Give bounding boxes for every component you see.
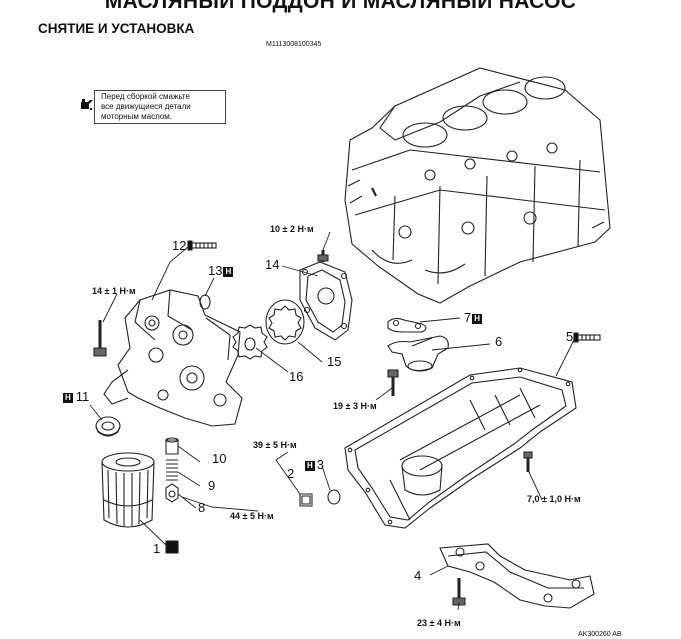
part-label-16: 16 [289,369,304,384]
document-code: M1113008100345 [266,41,322,48]
bolt-10nm [317,250,329,262]
outer-rotor [265,299,305,345]
note-line-2: все движущиеся детали [101,102,191,111]
part-label-6: 6 [495,334,503,349]
h-badge-13: H [223,267,234,277]
part-label-5: 5 [566,329,574,344]
oil-pan [344,367,577,529]
oil-seal [95,416,121,437]
part-label-14: 14 [265,257,280,272]
oil-can-icon [81,99,93,111]
torque-label-7nm: 7,0 ± 1,0 Н·м [527,494,581,504]
relief-plunger-8 [165,483,179,503]
part-label-9: 9 [208,478,216,493]
h-badge-3: H [305,461,315,471]
bolt-5 [573,332,601,343]
drain-plug-2 [299,493,313,507]
oil-pump-housing [103,289,243,427]
engine-block [344,67,611,304]
torque-label-23nm: 23 ± 4 Н·м [417,618,461,628]
strainer-gasket [387,317,427,333]
torque-label-10nm: 10 ± 2 Н·м [270,224,314,234]
note-line-3: моторным маслом. [101,112,173,121]
torque-label-14nm: 14 ± 1 Н·м [92,286,136,296]
h-badge-11: H [63,393,73,403]
bolt-23nm [452,578,466,606]
section-subtitle: СНЯТИЕ И УСТАНОВКА [38,21,195,36]
torque-label-39nm: 39 ± 5 Н·м [253,440,297,450]
filter-bracket-1 [165,540,179,554]
part-label-2: 2 [287,466,295,481]
part-label-10: 10 [212,451,227,466]
torque-label-44nm: 44 ± 5 Н·м [230,511,274,521]
inner-rotor [232,324,268,360]
bolt-12 [187,240,217,251]
part-label-8: 8 [198,500,206,515]
figure-code: AK300260 AB [578,631,622,638]
part-number-3: 3 [316,457,325,472]
note-box: Перед сборкой смажьте все движущиеся дет… [94,90,226,124]
bolt-19nm [387,369,399,396]
transmission-bracket [439,543,595,609]
plug-10 [165,437,179,455]
oil-filter [101,452,155,528]
gasket-3 [327,489,341,505]
part-number-11: 11 [75,389,90,404]
o-ring-13 [199,294,211,310]
spring-9 [166,459,178,481]
bolt-7nm [523,451,533,472]
leader-lines [89,231,575,611]
part-label-12: 12 [172,238,187,253]
page-title: МАСЛЯНЫЙ ПОДДОН И МАСЛЯНЫЙ НАСОС [104,0,577,13]
part-label-1: 1 [153,541,161,556]
h-badge-7: H [472,314,483,324]
pump-gasket [299,261,353,341]
torque-label-19nm: 19 ± 3 Н·м [333,401,377,411]
oil-strainer [387,335,449,372]
bolt-14nm [93,320,107,357]
part-label-15: 15 [327,354,342,369]
part-number-13: 13 [208,263,223,278]
part-label-4: 4 [414,568,422,583]
part-number-7: 7 [464,310,472,325]
note-line-1: Перед сборкой смажьте [101,92,190,101]
